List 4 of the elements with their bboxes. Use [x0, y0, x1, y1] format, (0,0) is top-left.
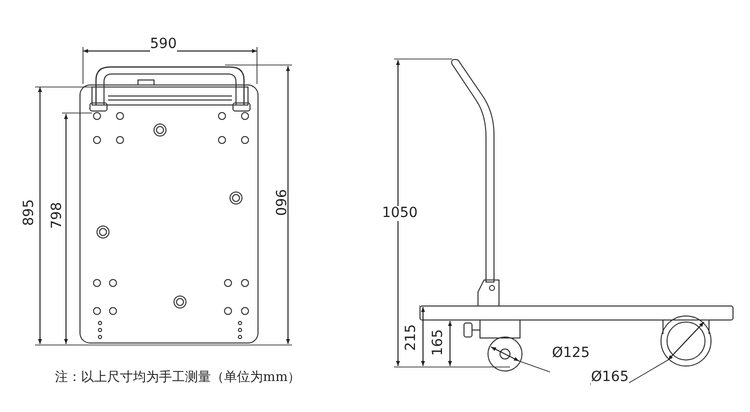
caption: 注：以上尺寸均为手工测量（单位为mm）	[55, 369, 301, 386]
dimension-label: 590	[150, 37, 177, 52]
dimension-label: Ø165	[591, 370, 629, 385]
dimension-label: 1050	[382, 206, 418, 221]
